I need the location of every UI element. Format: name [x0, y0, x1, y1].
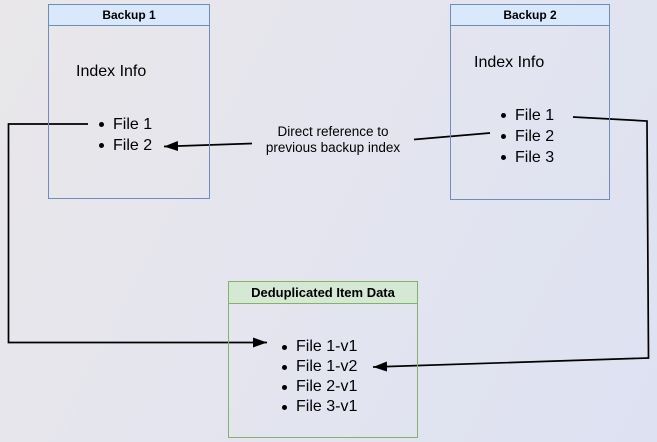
list-item-label: File 2-v1 [296, 378, 358, 395]
backup1-subtitle: Index Info [76, 63, 147, 80]
list-item-label: File 1 [113, 115, 153, 133]
bullet-icon [99, 122, 104, 127]
list-item-label: File 3-v1 [296, 398, 358, 415]
list-item: File 1-v2 [282, 357, 357, 377]
backup2-file-list: File 1 File 2 File 3 [501, 105, 554, 168]
list-item: File 2 [501, 126, 554, 147]
backup2-subtitle: Index Info [474, 54, 545, 71]
bullet-icon [99, 143, 104, 148]
backup1-file-list: File 1 File 2 [99, 114, 152, 156]
bullet-icon [501, 134, 506, 139]
bullet-icon [501, 113, 506, 118]
backup1-header: Backup 1 [49, 5, 209, 26]
direct-reference-label-line1: Direct reference to [277, 124, 389, 139]
list-item: File 2 [99, 135, 152, 156]
list-item-label: File 1-v1 [296, 338, 358, 355]
list-item-label: File 2 [515, 127, 555, 145]
bullet-icon [282, 404, 287, 410]
bullet-icon [282, 364, 287, 370]
list-item: File 1 [99, 114, 152, 135]
list-item-label: File 3 [515, 148, 555, 166]
bullet-icon [282, 384, 287, 390]
list-item-label: File 2 [113, 136, 153, 154]
list-item: File 2-v1 [282, 377, 357, 397]
bullet-icon [501, 155, 506, 160]
list-item-label: File 1-v2 [296, 358, 358, 375]
dedup-title: Deduplicated Item Data [251, 285, 395, 300]
backup2-header: Backup 2 [451, 5, 609, 26]
bullet-icon [282, 344, 287, 350]
list-item: File 3-v1 [282, 397, 357, 417]
list-item: File 1-v1 [282, 337, 357, 357]
direct-reference-label-line2: previous backup index [265, 140, 401, 155]
dedup-header: Deduplicated Item Data [229, 282, 417, 304]
list-item: File 1 [501, 105, 554, 126]
list-item: File 3 [501, 147, 554, 168]
backup1-box: Backup 1 Index Info File 1 File 2 [48, 4, 210, 199]
direct-reference-label: Direct reference to previous backup inde… [238, 124, 428, 156]
list-item-label: File 1 [515, 106, 555, 124]
backup1-title: Backup 1 [102, 8, 156, 22]
backup2-box: Backup 2 Index Info File 1 File 2 File 3 [450, 4, 610, 200]
backup2-title: Backup 2 [503, 8, 557, 22]
